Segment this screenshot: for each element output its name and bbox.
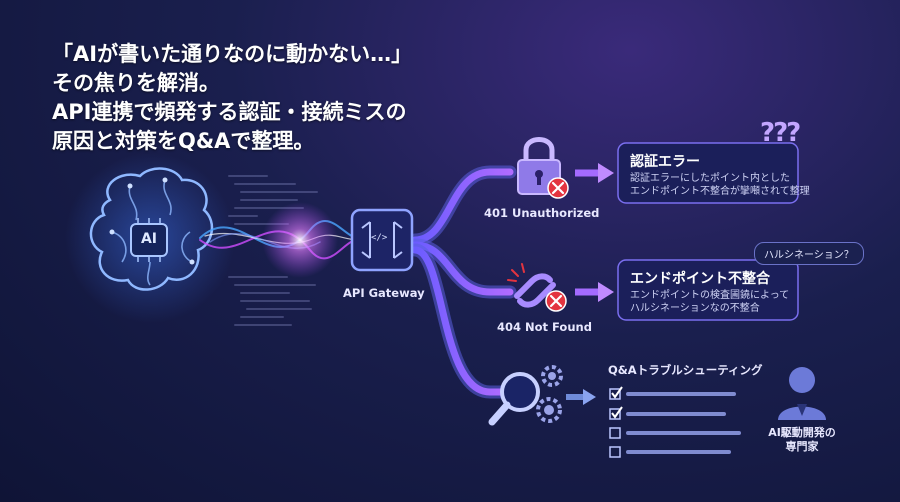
headline: 「AIが書いた通りなのに動かない…」 その焦りを解消。 API連携で頻発する認証… [52,40,412,156]
arrow-to-checklist [566,389,596,405]
troubleshoot-title: Q&Aトラブルシューティング [608,363,763,377]
headline-line-4: 原因と対策をQ&Aで整理。 [52,129,315,153]
expert-label: AI駆動開発の 専門家 [752,426,852,454]
error-x-icon-2 [545,290,567,312]
brain-ai-label: AI [140,231,158,247]
gateway-code-glyph: </> [371,233,388,243]
brain-icon [65,153,235,323]
gateway-icon [350,208,414,272]
card-auth-error-desc-line-2: エンドポイント不整合が攣噸されて整理 [630,186,810,197]
arrow-to-card-2 [575,282,614,302]
branch-paths [408,165,517,399]
gateway-label: API Gateway [343,286,425,300]
gear-icon-1 [541,365,563,387]
expert-avatar [778,367,826,420]
headline-line-1: 「AIが書いた通りなのに動かない…」 [52,42,413,66]
error-x-icon-1 [547,177,569,199]
gear-icon-2 [536,397,562,423]
card-endpoint-desc-line-1: エンドポイントの検査圃鐃によって [630,290,790,301]
error-401-label: 401 Unauthorized [484,206,600,220]
card-endpoint-title: エンドポイント不整合 [630,271,770,287]
card-endpoint-desc-line-2: ハルシネーションなの不整合 [630,303,760,314]
hallucination-bubble: ハルシネーション？ [754,242,864,265]
card-auth-error-desc: 認証エラーにしたポイント内とした エンドポイント不整合が攣噸されて整理 [630,172,810,198]
broken-link-icon [507,263,556,308]
card-auth-error-desc-line-1: 認証エラーにしたポイント内とした [630,173,790,184]
question-marks-icon: ??? [760,118,801,148]
card-auth-error [617,142,799,204]
light-flare [262,202,338,278]
arrow-to-card-1 [575,163,614,183]
expert-label-line-2: 専門家 [785,440,819,453]
checklist [609,386,741,458]
card-auth-error-title: 認証エラー [630,154,700,170]
expert-label-line-1: AI駆動開発の [768,426,836,439]
magnifier-icon [488,372,540,426]
card-endpoint-desc: エンドポイントの検査圃鐃によって ハルシネーションなの不整合 [630,289,789,315]
card-endpoint-mismatch [617,259,799,321]
error-404-label: 404 Not Found [497,320,592,334]
headline-line-3: API連携で頻発する認証・接続ミスの [52,100,407,124]
headline-line-2: その焦りを解消。 [52,71,220,95]
